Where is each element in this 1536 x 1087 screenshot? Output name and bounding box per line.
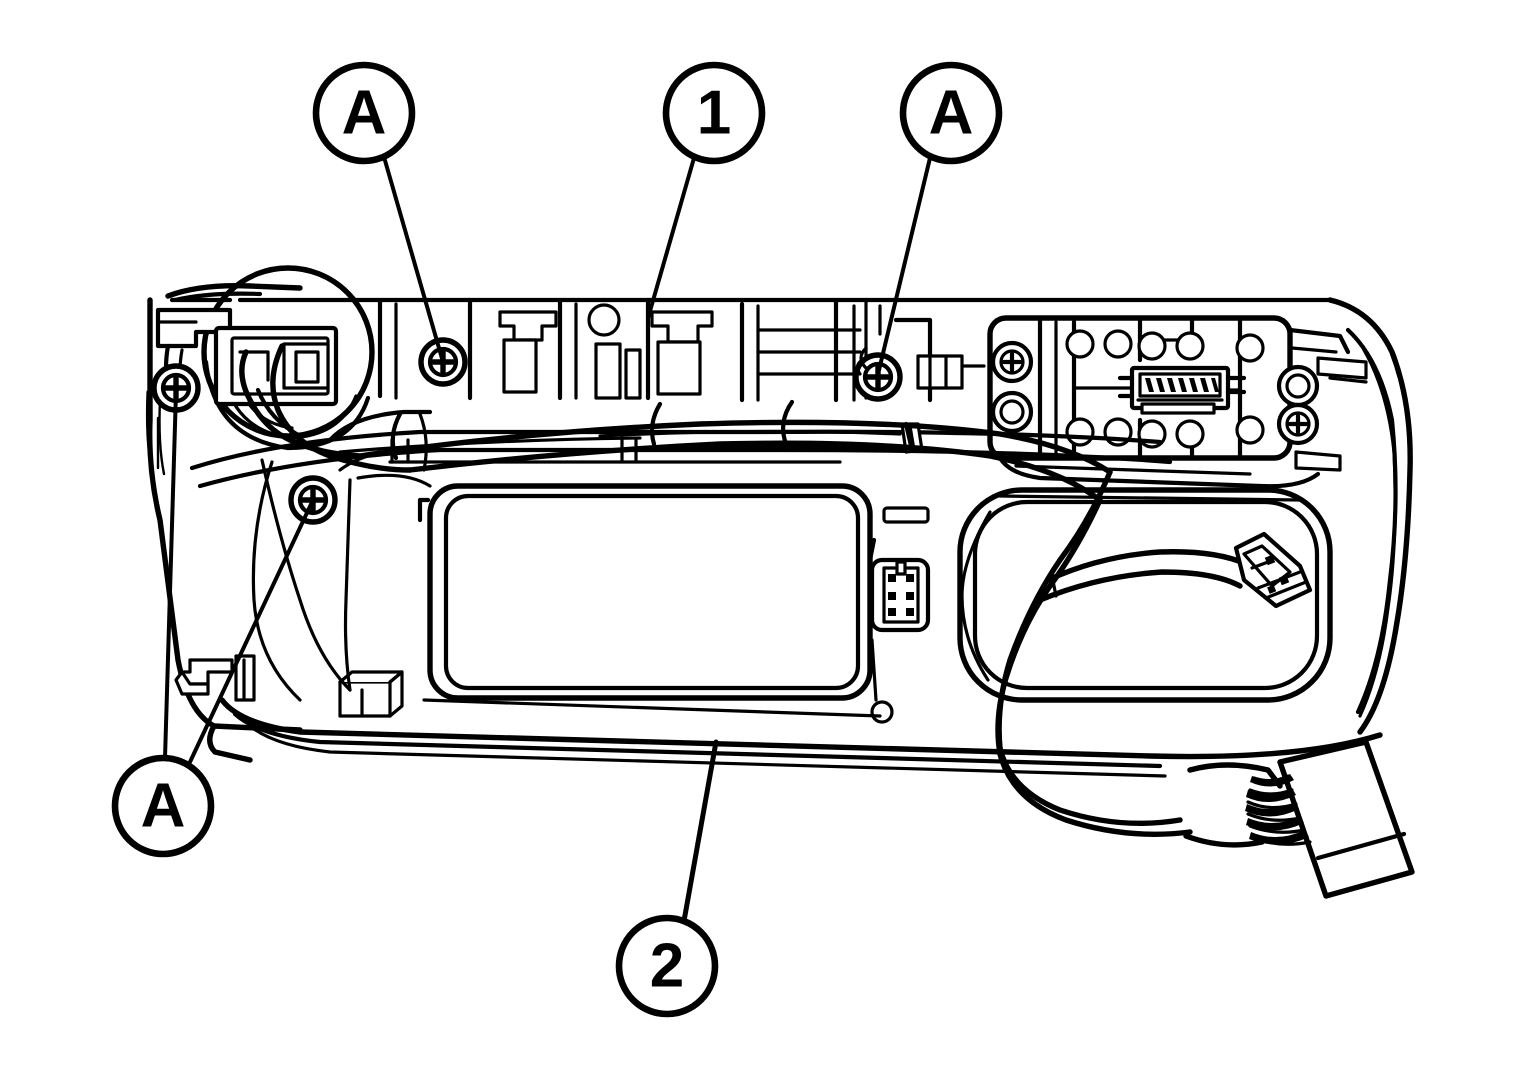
module-screw-top-left bbox=[990, 340, 1034, 384]
leader-a-bottom-left-2 bbox=[188, 498, 315, 764]
control-module bbox=[987, 315, 1342, 489]
module-screw-bottom-left bbox=[990, 390, 1034, 434]
callout-2-label: 2 bbox=[650, 932, 684, 1001]
fixing-screw-upper-right bbox=[853, 346, 903, 402]
module-right-bracket bbox=[1287, 327, 1368, 384]
callout-a-top-left-label: A bbox=[342, 79, 387, 148]
module-screw-top-right bbox=[1276, 364, 1320, 408]
leader-a-top-left bbox=[382, 155, 445, 364]
leader-1 bbox=[646, 156, 696, 320]
callout-1-label: 1 bbox=[697, 79, 731, 148]
callout-a-top-right-label: A bbox=[929, 79, 974, 148]
leader-a-bottom-left-1 bbox=[163, 390, 178, 760]
wiring-harness bbox=[239, 343, 1249, 837]
right-oval-opening bbox=[957, 487, 1333, 703]
callout-a-top-right[interactable]: A bbox=[899, 61, 1003, 165]
callout-a-bottom-left[interactable]: A bbox=[111, 754, 215, 858]
callout-leader-lines bbox=[163, 155, 932, 924]
callout-1[interactable]: 1 bbox=[662, 61, 766, 165]
display-side-connector bbox=[869, 557, 931, 633]
fixing-screws bbox=[151, 337, 903, 525]
carrier-outer-body bbox=[147, 283, 1413, 778]
callout-2[interactable]: 2 bbox=[615, 914, 719, 1018]
leader-a-top-right bbox=[877, 156, 932, 372]
display-opening bbox=[417, 483, 930, 724]
dashboard-carrier-assembly bbox=[145, 265, 1413, 778]
lower-left-tabs bbox=[174, 654, 404, 718]
callout-a-top-left[interactable]: A bbox=[312, 61, 416, 165]
callout-bubbles: A 1 A A 2 bbox=[111, 61, 1003, 1018]
callout-a-bottom-left-label: A bbox=[141, 772, 186, 841]
module-multipin-connector bbox=[1117, 365, 1247, 415]
module-screw-bottom-right bbox=[1276, 402, 1320, 446]
leader-2 bbox=[681, 739, 719, 924]
angled-cable-plug bbox=[1233, 531, 1313, 609]
fixing-screw-left bbox=[151, 363, 201, 413]
harness-plug-connector bbox=[1183, 739, 1415, 899]
